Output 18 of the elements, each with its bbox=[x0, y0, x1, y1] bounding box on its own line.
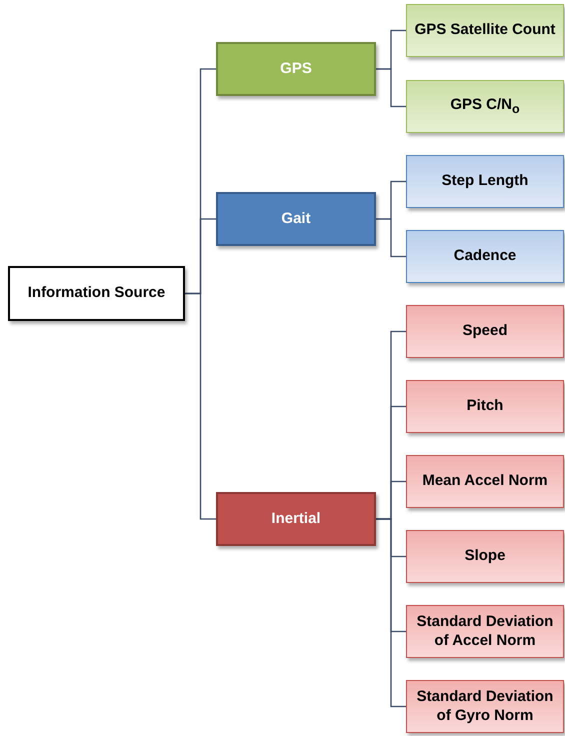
connector-line bbox=[376, 218, 406, 258]
category-box: Information Source bbox=[8, 266, 185, 321]
attribute-box: Standard Deviation of Gyro Norm bbox=[406, 680, 564, 733]
attribute-box: Pitch bbox=[406, 380, 564, 433]
category-box: Inertial bbox=[216, 492, 376, 546]
attribute-box: GPS C/N$_{o}$ bbox=[406, 80, 564, 133]
attribute-box: Slope bbox=[406, 530, 564, 583]
attribute-box: Mean Accel Norm bbox=[406, 455, 564, 508]
attribute-box: GPS Satellite Count bbox=[406, 4, 564, 57]
attribute-box: Step Length bbox=[406, 155, 564, 208]
category-box: Gait bbox=[216, 192, 376, 246]
category-box: GPS bbox=[216, 42, 376, 96]
connector-line bbox=[376, 518, 406, 708]
attribute-box: Speed bbox=[406, 305, 564, 358]
attribute-box: Standard Deviation of Accel Norm bbox=[406, 605, 564, 658]
attribute-box: Cadence bbox=[406, 230, 564, 283]
connector-line bbox=[185, 292, 216, 520]
connector-line bbox=[376, 68, 406, 108]
